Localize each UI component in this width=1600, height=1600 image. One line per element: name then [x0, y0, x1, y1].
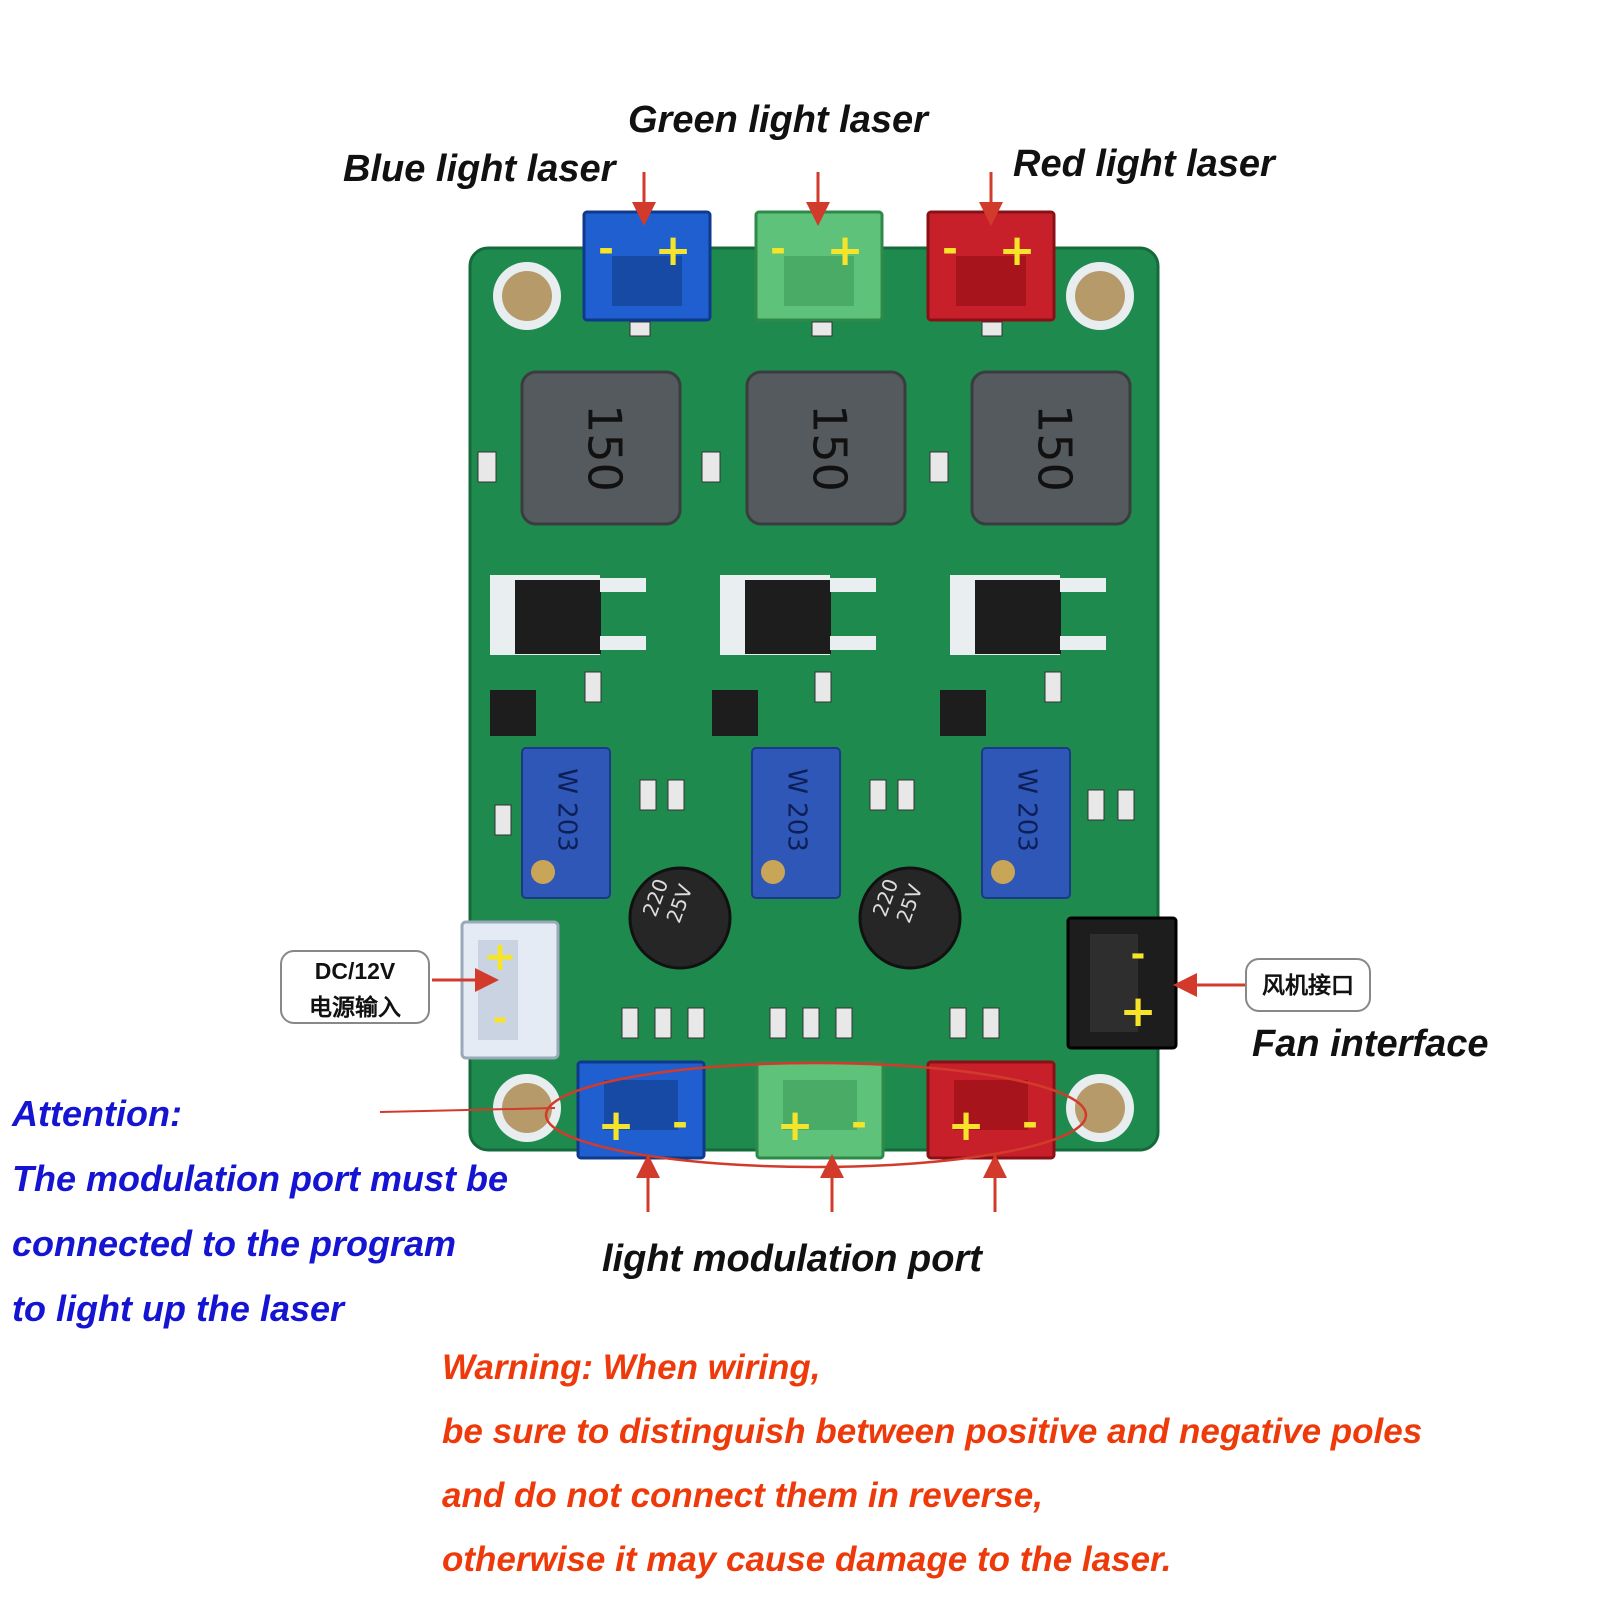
svg-text:-: -: [598, 227, 614, 271]
power-input-line2: 电源输入: [309, 994, 401, 1020]
blue-modulation-connector: + -: [576, 1060, 706, 1160]
red-laser-label: Red light laser: [1013, 143, 1275, 185]
modulation-port-label: light modulation port: [602, 1238, 982, 1280]
svg-text:150: 150: [578, 404, 632, 492]
power-input-line1: DC/12V: [314, 958, 396, 984]
svg-text:-: -: [942, 227, 958, 271]
fan-connector: - +: [1066, 916, 1178, 1050]
svg-text:+: +: [483, 934, 517, 980]
warning-line2: be sure to distinguish between positive …: [442, 1412, 1423, 1451]
transistor: [950, 575, 1106, 655]
attention-line3: to light up the laser: [12, 1288, 345, 1329]
svg-text:+: +: [1120, 986, 1157, 1037]
attention-pointer: [379, 1107, 556, 1113]
svg-text:+: +: [827, 225, 864, 276]
blue-laser-connector: - +: [582, 210, 712, 322]
transistor: [720, 575, 876, 655]
smd-components: [477, 321, 1135, 1039]
green-laser-label: Green light laser: [628, 99, 928, 141]
svg-text:+: +: [655, 225, 692, 276]
mounting-hole: [1066, 1074, 1134, 1142]
fan-cn-label: 风机接口: [1262, 972, 1354, 998]
svg-text:-: -: [1131, 934, 1146, 975]
attention-title: Attention:: [12, 1093, 182, 1134]
fan-interface-label: Fan interface: [1252, 1023, 1489, 1065]
red-modulation-connector: + -: [926, 1060, 1056, 1160]
mounting-hole: [493, 262, 561, 330]
warning-line1: Warning: When wiring,: [442, 1348, 821, 1387]
green-laser-connector: - +: [754, 210, 884, 322]
potentiometer: W 203: [751, 747, 841, 899]
ic-chip: [490, 690, 536, 736]
mounting-hole: [1066, 262, 1134, 330]
inductor: 150: [970, 370, 1132, 526]
warning-line3: and do not connect them in reverse,: [442, 1476, 1043, 1515]
svg-text:-: -: [493, 998, 508, 1039]
ic-chip: [940, 690, 986, 736]
warning-line4: otherwise it may cause damage to the las…: [442, 1540, 1172, 1579]
svg-text:W 203: W 203: [782, 768, 812, 852]
svg-text:-: -: [672, 1101, 688, 1145]
arrows: [432, 172, 1245, 1212]
inductor: 150: [520, 370, 682, 526]
modulation-highlight: [544, 1061, 1088, 1169]
green-modulation-connector: + -: [755, 1060, 885, 1160]
red-laser-connector: - +: [926, 210, 1056, 322]
svg-text:+: +: [598, 1100, 635, 1151]
svg-text:+: +: [948, 1100, 985, 1151]
potentiometer: W 203: [521, 747, 611, 899]
potentiometer: W 203: [981, 747, 1071, 899]
svg-text:150: 150: [803, 404, 857, 492]
svg-text:+: +: [777, 1100, 814, 1151]
transistor: [490, 575, 646, 655]
power-input-box: DC/12V 电源输入: [280, 950, 430, 1024]
inductor: 150: [745, 370, 907, 526]
svg-text:-: -: [851, 1101, 867, 1145]
svg-text:-: -: [1022, 1101, 1038, 1145]
svg-text:W 203: W 203: [1012, 768, 1042, 852]
svg-text:-: -: [770, 227, 786, 271]
svg-text:+: +: [999, 225, 1036, 276]
attention-line1: The modulation port must be: [12, 1158, 508, 1199]
blue-laser-label: Blue light laser: [343, 148, 616, 190]
capacitor: 220 25V: [858, 866, 962, 970]
power-input-connector: + -: [460, 920, 560, 1060]
capacitor: 220 25V: [628, 866, 732, 970]
attention-line2: connected to the program: [12, 1223, 457, 1264]
svg-text:150: 150: [1028, 404, 1082, 492]
ic-chip: [712, 690, 758, 736]
svg-text:W 203: W 203: [552, 768, 582, 852]
fan-cn-box: 风机接口: [1245, 958, 1371, 1012]
